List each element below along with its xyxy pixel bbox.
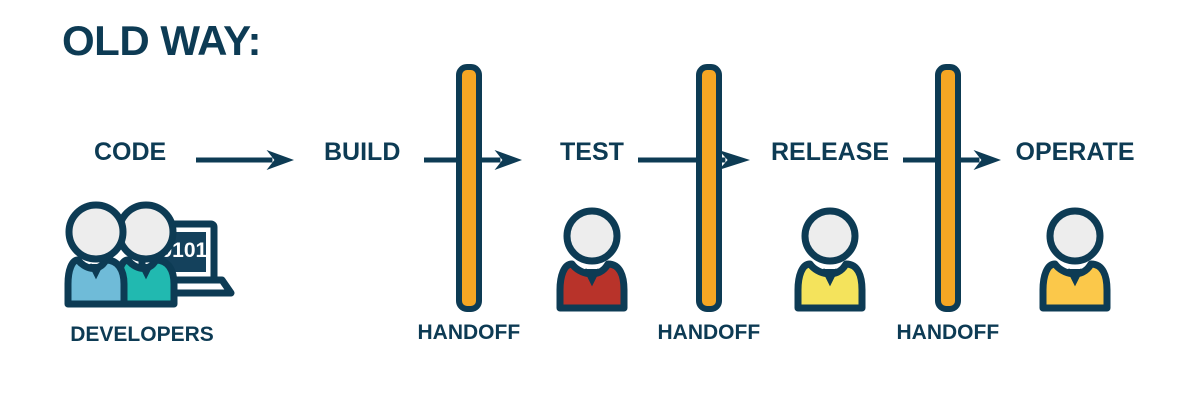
handoff-label-1: HANDOFF: [417, 321, 521, 344]
stage-label-build: BUILD: [324, 138, 401, 166]
page-title: OLD WAY:: [62, 17, 262, 64]
developer-person-left: [64, 201, 128, 308]
operator-person-icon: [1037, 206, 1113, 314]
stage-label-test: TEST: [560, 138, 624, 166]
handoff-label-2: HANDOFF: [657, 321, 761, 344]
stage-label-operate: OPERATE: [1015, 138, 1135, 166]
tester-person-icon: [554, 206, 630, 314]
stage-label-code: CODE: [94, 138, 167, 166]
handoff-barrier-2: [696, 64, 722, 312]
arrow-code-to-build: [196, 145, 294, 175]
handoff-barrier-1: [456, 64, 482, 312]
handoff-label-3: HANDOFF: [896, 321, 1000, 344]
developers-label: DEVELOPERS: [70, 323, 214, 346]
releaser-person-icon: [792, 206, 868, 314]
stage-label-release: RELEASE: [771, 138, 890, 166]
developers-icon: 10101: [56, 198, 235, 316]
arrow-test-to-release: [638, 145, 750, 175]
handoff-barrier-3: [935, 64, 961, 312]
